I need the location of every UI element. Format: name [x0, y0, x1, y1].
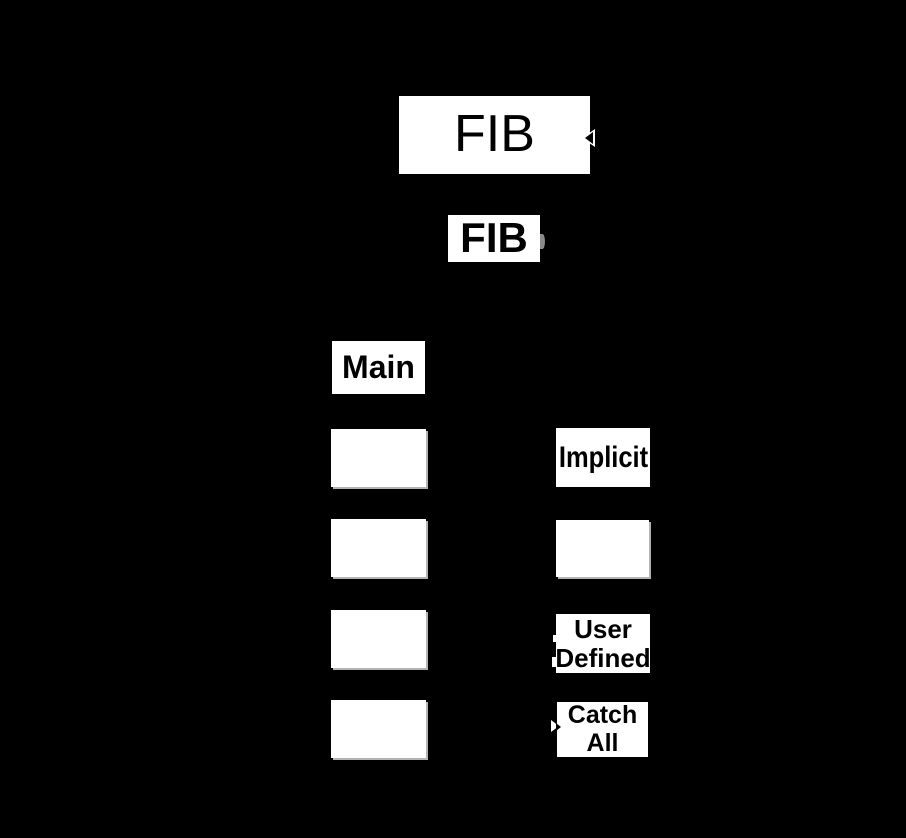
- node-table-row-4: [331, 700, 426, 758]
- node-label-fib-small: FIB: [460, 214, 528, 262]
- user-defined-arrow-speck-1-icon: [553, 635, 557, 642]
- node-rule-row-2: [556, 520, 649, 577]
- catch-all-arrow-outline-icon: [551, 720, 559, 732]
- node-label-fib-large: FIB: [454, 105, 535, 164]
- node-main: Main: [332, 341, 425, 394]
- node-implicit: Implicit: [556, 428, 650, 487]
- node-label-implicit: Implicit: [558, 441, 648, 474]
- node-fib-small: FIB: [448, 215, 540, 262]
- catch-all-arrow-tip-icon: [556, 723, 561, 731]
- user-defined-arrow-speck-2-icon: [552, 657, 557, 667]
- node-label-user-defined: User Defined: [555, 613, 651, 673]
- arrow-into-fib-tip-icon: [585, 132, 593, 144]
- node-fib-large: FIB: [399, 96, 590, 174]
- node-label-catch-all: Catch All: [567, 701, 638, 757]
- node-label-main: Main: [342, 348, 415, 385]
- fib-small-edge-notch-icon: [540, 234, 545, 249]
- node-catch-all: Catch All: [557, 701, 648, 757]
- node-table-row-3: [331, 610, 426, 668]
- node-table-row-2: [331, 519, 426, 577]
- node-user-defined: User Defined: [555, 613, 651, 673]
- node-table-row-1: [331, 429, 426, 487]
